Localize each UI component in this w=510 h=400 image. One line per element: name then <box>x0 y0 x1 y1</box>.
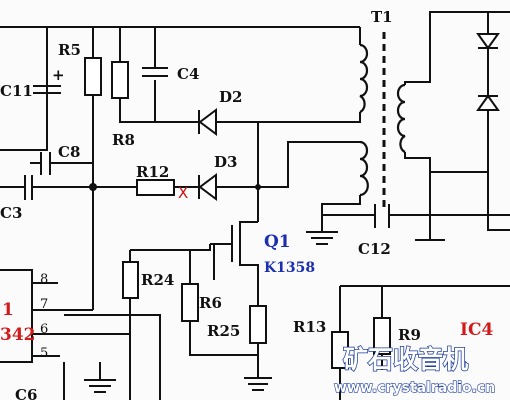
q1-mosfet <box>130 221 259 285</box>
r12-resistor <box>136 179 175 196</box>
d3-diode <box>198 173 217 201</box>
c4-capacitor <box>142 67 168 77</box>
r9-label: R9 <box>398 326 421 344</box>
ic-left-label: 1 <box>2 300 14 320</box>
watermark-url: www.crystalradio.cn <box>334 380 495 396</box>
junction-dot <box>255 184 261 190</box>
ic-pin-8: 8 <box>40 272 48 287</box>
d2-diode <box>198 108 217 136</box>
fault-x-mark: X <box>178 184 188 202</box>
ic-pin-5: 5 <box>40 346 48 361</box>
r13-label: R13 <box>293 318 326 336</box>
c8-label: C8 <box>58 143 80 161</box>
t1-secondary-and-rectifier <box>396 11 510 241</box>
q1-part-number: K1358 <box>264 260 315 276</box>
t1-primary-coil <box>359 43 369 114</box>
ic-pin-7: 7 <box>40 297 48 312</box>
r6-resistor <box>181 250 258 356</box>
r5-resistor <box>84 57 102 96</box>
ic-pin-6: 6 <box>40 322 48 337</box>
r25-label: R25 <box>207 322 240 340</box>
r5-label: R5 <box>58 41 81 59</box>
c8-capacitor <box>40 152 51 175</box>
r24-label: R24 <box>141 271 174 289</box>
wires-top <box>0 26 361 300</box>
junction-dot <box>89 183 97 191</box>
ic-left-package <box>0 269 161 400</box>
ic4-label: IC4 <box>460 320 493 340</box>
r24-resistor <box>64 250 139 316</box>
c12-capacitor <box>374 204 390 228</box>
c11-capacitor <box>33 85 61 94</box>
r12-label: R12 <box>136 163 169 181</box>
c4-label: C4 <box>177 65 199 83</box>
t1-label: T1 <box>371 8 393 26</box>
watermark-text: 矿石收音机 <box>343 345 468 374</box>
r8-resistor <box>111 61 129 99</box>
ground-symbol-left <box>84 362 116 393</box>
c11-plus: + <box>52 66 65 84</box>
r25-resistor <box>244 285 272 391</box>
d3-label: D3 <box>214 153 237 171</box>
r8-label: R8 <box>112 131 135 149</box>
c6-label: C6 <box>15 386 37 400</box>
wires-lower-right <box>331 285 510 400</box>
c3-label: C3 <box>0 204 22 222</box>
ground-symbol-c12 <box>306 231 338 245</box>
c12-label: C12 <box>358 240 391 258</box>
q1-label: Q1 <box>264 232 291 252</box>
d2-label: D2 <box>219 88 242 106</box>
wires-middle <box>0 141 510 232</box>
ic-left-part: 342 <box>0 325 36 345</box>
t1-feedback-coil <box>359 140 369 197</box>
r6-label: R6 <box>199 294 222 312</box>
c11-label: C11 <box>0 82 33 100</box>
